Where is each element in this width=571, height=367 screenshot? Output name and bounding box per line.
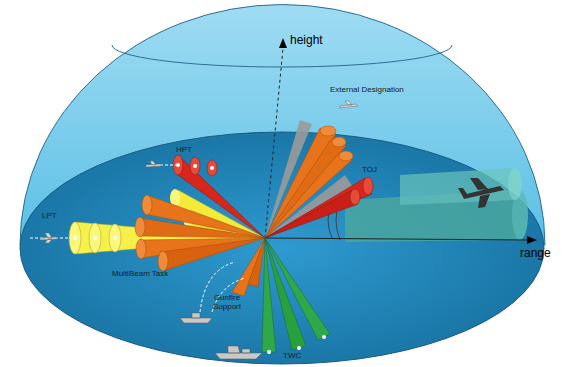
axis-label: range [520, 247, 551, 260]
beam-label: LPT [42, 212, 57, 221]
beam-label: Gunfire Support [208, 294, 246, 312]
beam-label: TWC [283, 352, 301, 361]
beam-label: HPT [176, 146, 192, 155]
beam-label: MultiBeam Task [112, 270, 168, 279]
beam-label: External Designation [330, 86, 404, 95]
beam-label: TOJ [362, 166, 377, 175]
axis-label: height [290, 34, 323, 47]
